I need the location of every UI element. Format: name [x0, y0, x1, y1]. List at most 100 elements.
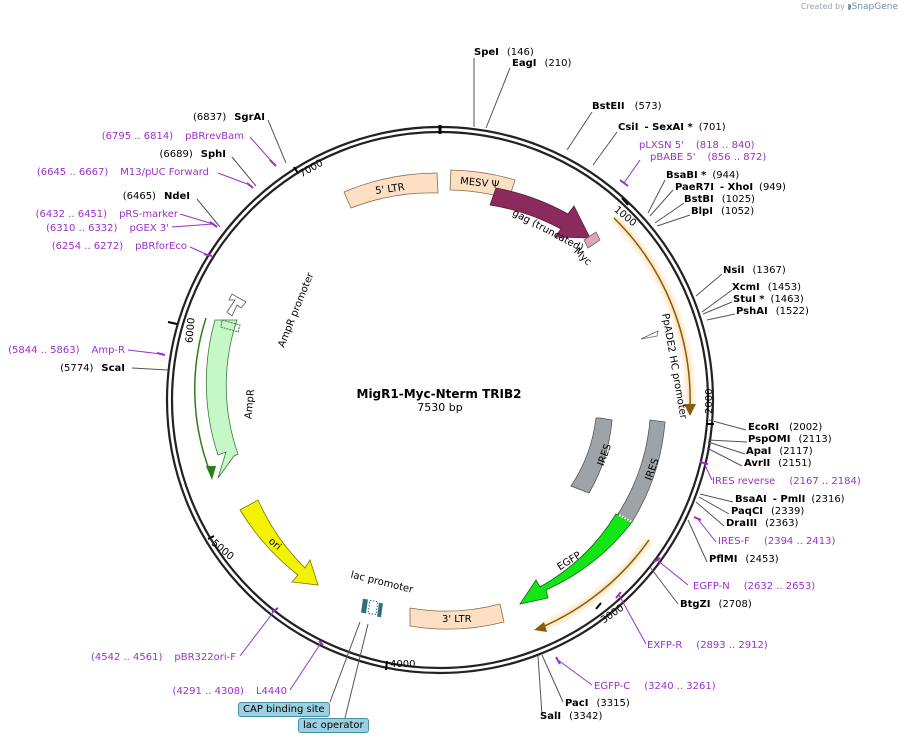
primer-egfp-c-range: (3240 .. 3261) [644, 681, 716, 692]
primer-pgex3-name: pGEX 3' [129, 223, 169, 234]
site-paer7i-name: PaeR7I [675, 182, 714, 193]
feature-gag-truncated[interactable] [489, 187, 591, 239]
site-ndei[interactable]: (6465)NdeI [123, 191, 190, 202]
site-ecori[interactable]: EcoRI(2002) [748, 422, 822, 433]
primer-pbabe[interactable]: pBABE 5'(856 .. 872) [650, 152, 766, 163]
site-xcmi[interactable]: XcmI(1453) [732, 282, 801, 293]
site-avrii-name: AvrII [744, 458, 770, 469]
connector-pshai [706, 313, 736, 321]
primer-pbrrevbam[interactable]: (6795 .. 6814)pBRrevBam [102, 131, 244, 142]
site-nsii-name: NsiI [723, 265, 744, 276]
feature-3-ltr[interactable] [409, 603, 505, 630]
connector-xcmi [701, 289, 733, 313]
lac-operator-tag[interactable]: lac operator [298, 718, 369, 733]
site-pshai[interactable]: PshAI(1522) [736, 306, 809, 317]
feature-ppade2-hc-promoter[interactable] [613, 217, 691, 409]
feature-lac-promoter-mark[interactable] [367, 599, 379, 616]
site-sali-pos: (3342) [569, 711, 602, 722]
primer-egfp-c[interactable]: EGFP-C (3240 .. 3261) [594, 681, 716, 692]
feature-ampr[interactable] [205, 319, 239, 479]
site-sphi-name: SphI [201, 149, 226, 160]
connector-pbrrevbam [249, 136, 274, 164]
feature-ori[interactable] [239, 499, 319, 586]
feature-ampr-promoter[interactable] [226, 293, 247, 317]
primer-amp-r[interactable]: (5844 .. 5863)Amp-R [8, 345, 125, 356]
primer-pbrforeco[interactable]: (6254 .. 6272)pBRforEco [52, 241, 187, 252]
primer-pbr322ori-f[interactable]: (4542 .. 4561)pBR322ori-F [91, 652, 236, 663]
cap-binding-site-tag[interactable]: CAP binding site [238, 702, 330, 717]
site-apai[interactable]: ApaI(2117) [746, 446, 813, 457]
feature-egfp-outer-line[interactable] [539, 539, 650, 629]
connector-bsabi [647, 179, 666, 214]
primer-l4440[interactable]: (4291 .. 4308)L4440 [173, 686, 287, 697]
connector-paci [541, 654, 564, 703]
connector-draiii [695, 501, 725, 527]
primer-ires-f[interactable]: IRES-F(2394 .. 2413) [718, 536, 835, 547]
snapgene-credit: Created by ◗SnapGene [801, 2, 898, 12]
primer-exfp-r-range: (2893 .. 2912) [696, 640, 768, 651]
feature-ires-2[interactable] [617, 419, 666, 523]
primer-m13[interactable]: (6645 .. 6667)M13/pUC Forward [37, 167, 209, 178]
site-bstbi[interactable]: BstBI(1025) [684, 194, 755, 205]
label-3-ltr: 3' LTR [442, 614, 472, 625]
primer-egfp-n[interactable]: EGFP-N(2632 .. 2653) [693, 581, 815, 592]
site-sgrai[interactable]: (6837)SgrAI [193, 112, 265, 123]
primer-amp-r-name: Amp-R [92, 345, 126, 356]
primer-egfp-c-name: EGFP-C [594, 681, 630, 692]
primer-exfp-r[interactable]: EXFP-R(2893 .. 2912) [647, 640, 768, 651]
connector-plxsn [623, 159, 641, 184]
primer-pbr322ori-f-range: (4542 .. 4561) [91, 652, 163, 663]
connector-bsteii [566, 111, 593, 151]
ampr-promoter-mark [220, 319, 241, 333]
site-pspomi[interactable]: PspOMI(2113) [748, 434, 832, 445]
site-eagi[interactable]: EagI(210) [512, 58, 571, 69]
feature-cap-binding-mark[interactable] [377, 602, 383, 618]
site-nsii[interactable]: NsiI(1367) [723, 265, 786, 276]
site-btgzi[interactable]: BtgZI(2708) [680, 599, 752, 610]
primer-plxsn-name: pLXSN 5' [639, 140, 684, 151]
feature-lac-operator-mark[interactable] [361, 598, 368, 614]
site-pflmi[interactable]: PflMI(2453) [709, 554, 779, 565]
site-spei[interactable]: SpeI(146) [474, 47, 534, 58]
connector-egfp-n [656, 559, 689, 586]
primer-plxsn[interactable]: pLXSN 5'(818 .. 840) [639, 140, 755, 151]
site-bsabi[interactable]: BsaBI *(944) [666, 170, 739, 181]
connector-l4440 [289, 642, 322, 691]
site-paci[interactable]: PacI(3315) [565, 698, 630, 709]
site-sphi-pos: (6689) [160, 149, 193, 160]
primer-labels: pLXSN 5'(818 .. 840) pBABE 5'(856 .. 872… [8, 131, 861, 697]
site-bstbi-pos: (1025) [722, 194, 755, 205]
site-blpi[interactable]: BlpI(1052) [691, 206, 754, 217]
primer-mark-prs-marker [209, 221, 218, 228]
site-sgrai-name: SgrAI [234, 112, 265, 123]
site-sphi[interactable]: (6689) SphI [160, 149, 226, 160]
site-paci-pos: (3315) [596, 698, 629, 709]
feature-5-ltr[interactable] [343, 172, 439, 209]
primer-prs-marker-range: (6432 .. 6451) [36, 209, 108, 220]
site-draiii[interactable]: DraIII(2363) [726, 518, 799, 529]
site-sali-name: SalI [540, 711, 561, 722]
site-avrii[interactable]: AvrII (2151) [744, 458, 812, 469]
feature-myc[interactable] [583, 231, 601, 249]
feature-egfp[interactable] [519, 513, 633, 605]
site-avrii-pos: (2151) [778, 458, 811, 469]
egfp-start-marker [618, 514, 633, 523]
site-paqci[interactable]: PaqCI(2339) [731, 506, 804, 517]
connector-ecori [708, 419, 747, 431]
site-sali[interactable]: SalI (3342) [540, 711, 602, 722]
site-csii[interactable]: CsiI- SexAI *(701) [618, 122, 726, 133]
site-pflmi-pos: (2453) [745, 554, 778, 565]
site-bsteii[interactable]: BstEII(573) [592, 101, 662, 112]
site-paer7i[interactable]: PaeR7I- XhoI(949) [675, 182, 786, 193]
primer-prs-marker[interactable]: (6432 .. 6451)pRS-marker [36, 209, 179, 220]
connector-pflmi [687, 519, 708, 563]
site-bsaai[interactable]: BsaAI- PmlI(2316) [735, 494, 845, 505]
feature-ires-1[interactable] [570, 417, 613, 494]
primer-pgex3[interactable]: (6310 .. 6332)pGEX 3' [46, 223, 169, 234]
primer-ires-reverse[interactable]: IRES reverse(2167 .. 2184) [712, 476, 861, 487]
site-stui[interactable]: StuI *(1463) [733, 294, 804, 305]
site-scai[interactable]: (5774)ScaI [60, 363, 125, 374]
site-bsaai-pos: (2316) [811, 494, 844, 505]
connector-ires-reverse [703, 462, 713, 481]
